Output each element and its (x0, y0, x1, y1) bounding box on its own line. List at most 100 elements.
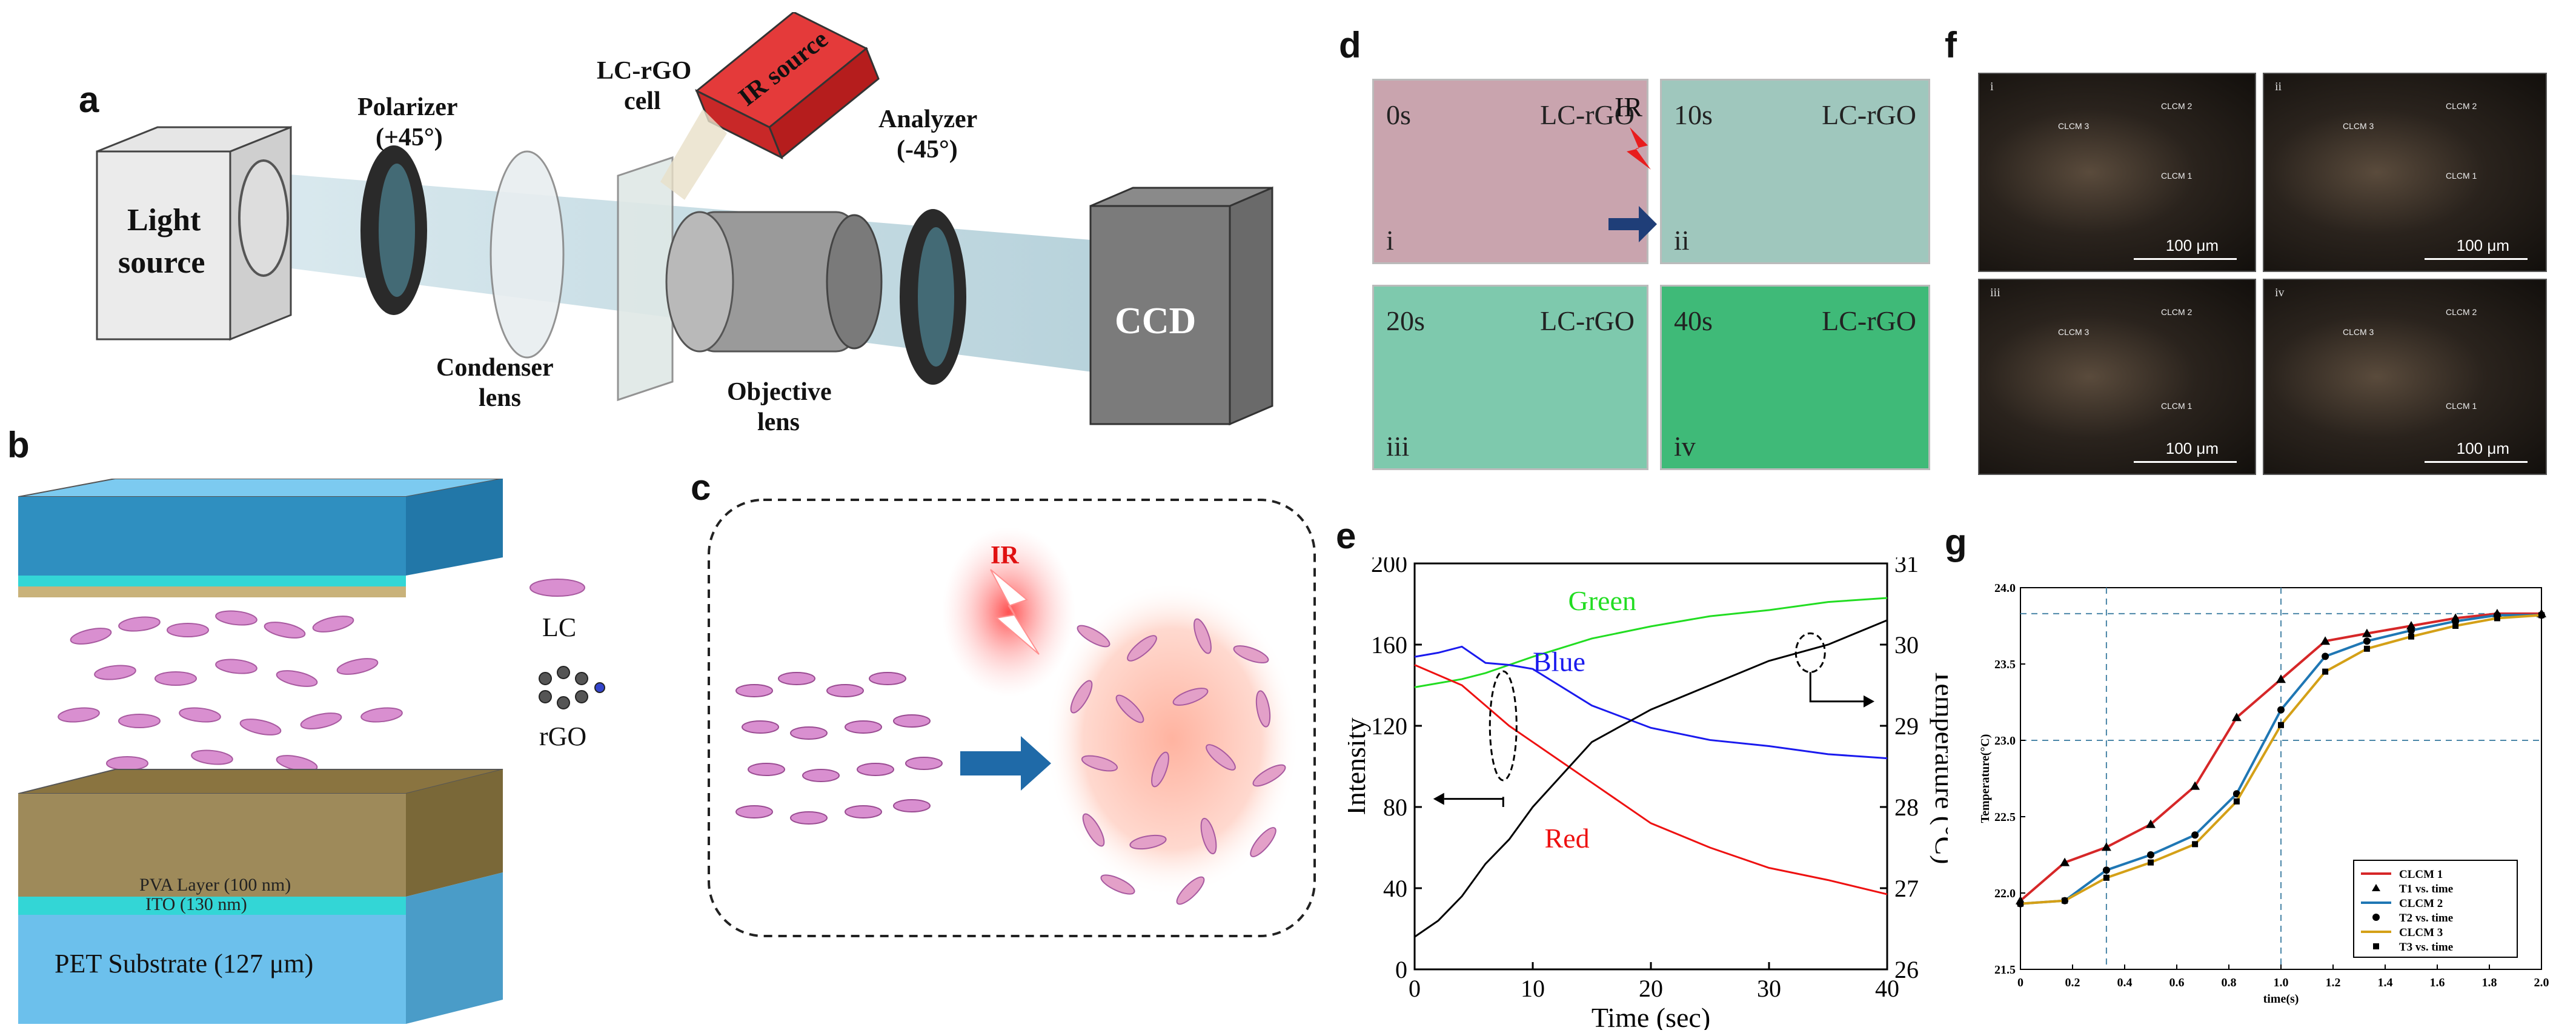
condenser-lens (490, 150, 565, 359)
lc-molecule (167, 623, 209, 637)
legend-label: T3 vs. time (2399, 941, 2453, 954)
lc-legend-label: LC (542, 613, 576, 642)
lc-molecule (893, 714, 931, 728)
data-point (2408, 633, 2414, 640)
data-point (2322, 668, 2329, 675)
lc-molecule (1200, 817, 1217, 855)
y-tick-label: 40 (1383, 875, 1407, 902)
y-tick-label: 22.5 (1994, 811, 2016, 824)
data-point (2538, 612, 2544, 619)
light-source-label-2: source (118, 245, 205, 280)
data-point (2408, 626, 2415, 634)
lc-molecule (845, 720, 882, 734)
ito-label: ITO (130 nm) (145, 894, 247, 914)
lc-molecule (106, 756, 148, 771)
legend-marker (2373, 943, 2379, 949)
lc-molecule (1172, 688, 1209, 706)
legend-box (2353, 860, 2518, 958)
lc-molecule (1250, 827, 1276, 857)
data-point (2060, 857, 2070, 866)
clcm-image-3-label-2: CLCM 2 (2161, 307, 2193, 317)
lc-molecule (735, 684, 773, 697)
ccd-label: CCD (1115, 301, 1196, 342)
lc-cell-label-1: LC-rGO (597, 57, 691, 85)
pet-label: PET Substrate (127 μm) (55, 949, 313, 978)
lc-molecule (70, 628, 112, 645)
clcm-image-1: i CLCM 3 CLCM 2 CLCM 1 100 μm (1978, 73, 2256, 272)
analyzer-label-2: (-45°) (897, 136, 958, 164)
micro-image-3-time: 20s (1386, 305, 1425, 336)
clcm-image-3-scalebar (2134, 461, 2237, 463)
lc-molecule (215, 659, 257, 674)
legend-label: T1 vs. time (2399, 883, 2453, 895)
clcm-image-3-label-1: CLCM 1 (2161, 401, 2193, 411)
legend-label: CLCM 1 (2399, 868, 2443, 881)
data-point (2406, 621, 2416, 629)
lc-molecule (905, 757, 943, 770)
panel-label-a: a (79, 79, 99, 120)
data-point (2278, 722, 2284, 728)
x-tick-label: 0.6 (2169, 976, 2185, 989)
micro-image-3: 20s LC-rGO iii (1372, 285, 1648, 470)
optical-setup-diagram: IR source CCD Light source Polarizer (+4… (96, 12, 1273, 436)
x-tick-label: 40 (1875, 975, 1899, 1002)
lc-molecule (735, 805, 773, 819)
data-point (2102, 866, 2110, 874)
clcm-image-1-scalebar (2134, 258, 2237, 260)
lc-molecule (1081, 755, 1118, 772)
data-point (2190, 781, 2200, 790)
clcm-image-1-roman: i (1990, 80, 1994, 93)
data-point (2452, 623, 2459, 629)
y2-tick-label: 26 (1894, 956, 1919, 983)
lc-molecule (1255, 690, 1271, 728)
lc-molecule (857, 763, 894, 776)
micro-image-4: 40s LC-rGO iv (1660, 285, 1930, 470)
x-tick-label: 0.2 (2065, 976, 2080, 989)
series-label: Blue (1533, 646, 1585, 677)
data-point (2231, 712, 2242, 722)
data-point (2494, 615, 2500, 622)
polarizer-label-2: (+45°) (376, 124, 443, 151)
data-point (2103, 874, 2110, 881)
lc-molecule (790, 811, 828, 825)
series-line-blue (1414, 645, 1888, 760)
clcm-image-1-label-2: CLCM 2 (2161, 101, 2193, 111)
lc-molecule (58, 707, 100, 723)
lc-molecule (845, 805, 882, 819)
lc-molecule (778, 672, 815, 685)
y2-tick-label: 31 (1894, 557, 1919, 577)
lc-molecule (215, 610, 257, 626)
x-tick-label: 2.0 (2534, 976, 2549, 989)
clcm-image-4-label-2: CLCM 2 (2446, 307, 2477, 317)
micro-image-2-label: LC-rGO (1822, 99, 1916, 130)
lc-molecule (869, 672, 906, 685)
lc-molecule (191, 749, 233, 765)
y-tick-label: 21.5 (1994, 963, 2016, 977)
x-tick-label: 1.4 (2378, 976, 2393, 989)
objective-lens (665, 211, 883, 353)
lc-molecule (360, 707, 403, 723)
micro-image-3-roman: iii (1386, 431, 1410, 462)
clcm-image-3-scale: 100 μm (2165, 439, 2219, 457)
series-label: Red (1545, 823, 1590, 854)
micro-image-1-time: 0s (1386, 99, 1411, 130)
lc-molecule (118, 714, 161, 728)
ir-step-arrow (1608, 127, 1657, 242)
clcm-image-3: iii CLCM 3 CLCM 2 CLCM 1 100 μm (1978, 279, 2256, 475)
x-axis-label: time(s) (2263, 992, 2299, 1006)
micro-image-2: 10s LC-rGO ii (1660, 79, 1930, 264)
lc-molecule (893, 799, 931, 812)
y-tick-label: 80 (1383, 794, 1407, 821)
data-point (2320, 636, 2331, 645)
light-source-label-1: Light (127, 203, 201, 237)
lc-molecule (742, 720, 779, 734)
ccd-box (1089, 186, 1273, 426)
clcm-image-1-label-1: CLCM 1 (2161, 171, 2193, 181)
pva-label: PVA Layer (100 nm) (139, 875, 291, 895)
ir-heating-schematic: IR (708, 499, 1316, 937)
data-point (2192, 841, 2199, 848)
data-point (2191, 831, 2199, 839)
data-point (2322, 652, 2329, 660)
lc-molecule (312, 616, 354, 633)
lc-molecule (1127, 635, 1157, 662)
